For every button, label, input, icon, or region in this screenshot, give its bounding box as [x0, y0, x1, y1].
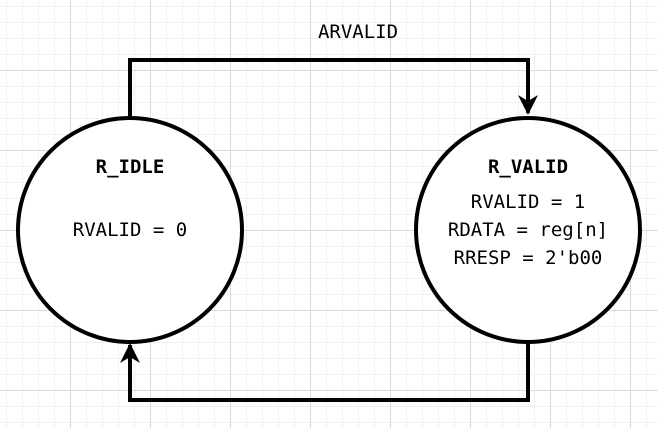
state-r-valid[interactable]: R_VALID RVALID = 1 RDATA = reg[n] RRESP … — [414, 116, 642, 344]
state-output-r-idle-0: RVALID = 0 — [73, 219, 187, 241]
state-name-r-idle: R_IDLE — [96, 156, 165, 178]
transition-arrow-idle-to-valid[interactable] — [128, 58, 538, 118]
state-output-r-valid-0: RVALID = 1 — [471, 191, 585, 213]
state-r-idle[interactable]: R_IDLE RVALID = 0 — [16, 116, 244, 344]
state-output-r-valid-2: RRESP = 2'b00 — [454, 247, 603, 269]
state-name-r-valid: R_VALID — [488, 156, 568, 178]
transition-arrow-valid-to-idle[interactable] — [120, 342, 530, 402]
state-output-r-valid-1: RDATA = reg[n] — [448, 219, 608, 241]
state-circle-r-valid[interactable] — [414, 116, 642, 344]
state-circle-r-idle[interactable] — [16, 116, 244, 344]
transition-label-arvalid: ARVALID — [318, 21, 398, 43]
